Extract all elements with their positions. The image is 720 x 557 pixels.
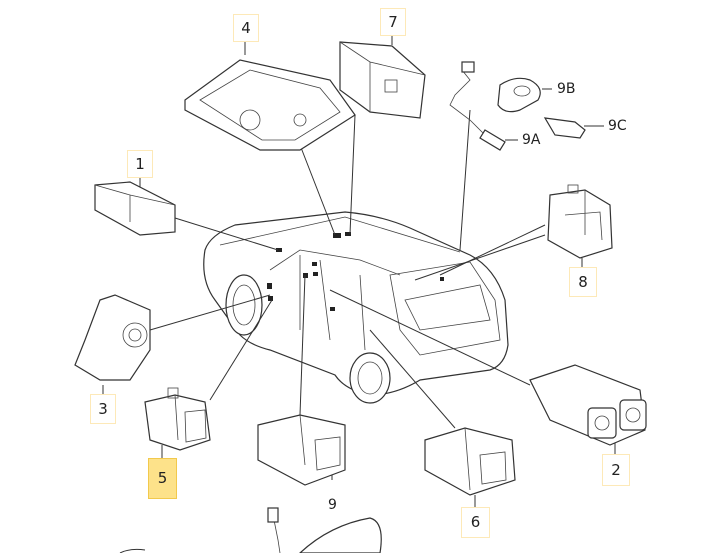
callout-2[interactable]: 2 [602, 454, 630, 486]
part-9b-drawing [497, 77, 541, 113]
part-5-drawing [144, 387, 211, 451]
part-6-drawing [424, 427, 516, 496]
callout-7[interactable]: 7 [380, 8, 406, 36]
callout-3[interactable]: 3 [90, 394, 116, 424]
part-3-drawing [74, 294, 151, 381]
label-9b: 9B [557, 81, 576, 97]
callout-8[interactable]: 8 [569, 267, 597, 297]
callout-6[interactable]: 6 [461, 507, 490, 538]
callout-4[interactable]: 4 [233, 14, 259, 42]
car-illustration [203, 211, 509, 404]
leader-lines [102, 36, 616, 508]
label-9a: 9A [522, 132, 541, 148]
callout-1[interactable]: 1 [127, 150, 153, 178]
part-8-drawing [547, 184, 613, 259]
part-7-drawing [339, 41, 426, 119]
part-2-drawing [529, 364, 647, 446]
callout-5[interactable]: 5 [148, 458, 177, 499]
part-9a-drawing [449, 61, 506, 151]
label-9: 9 [328, 497, 337, 513]
part-9-drawing [257, 414, 346, 486]
bottom-partial-parts [119, 507, 382, 554]
part-1-drawing [94, 181, 176, 236]
part-4-drawing [184, 59, 356, 151]
label-9c: 9C [608, 118, 627, 134]
part-9c-drawing [543, 117, 586, 139]
